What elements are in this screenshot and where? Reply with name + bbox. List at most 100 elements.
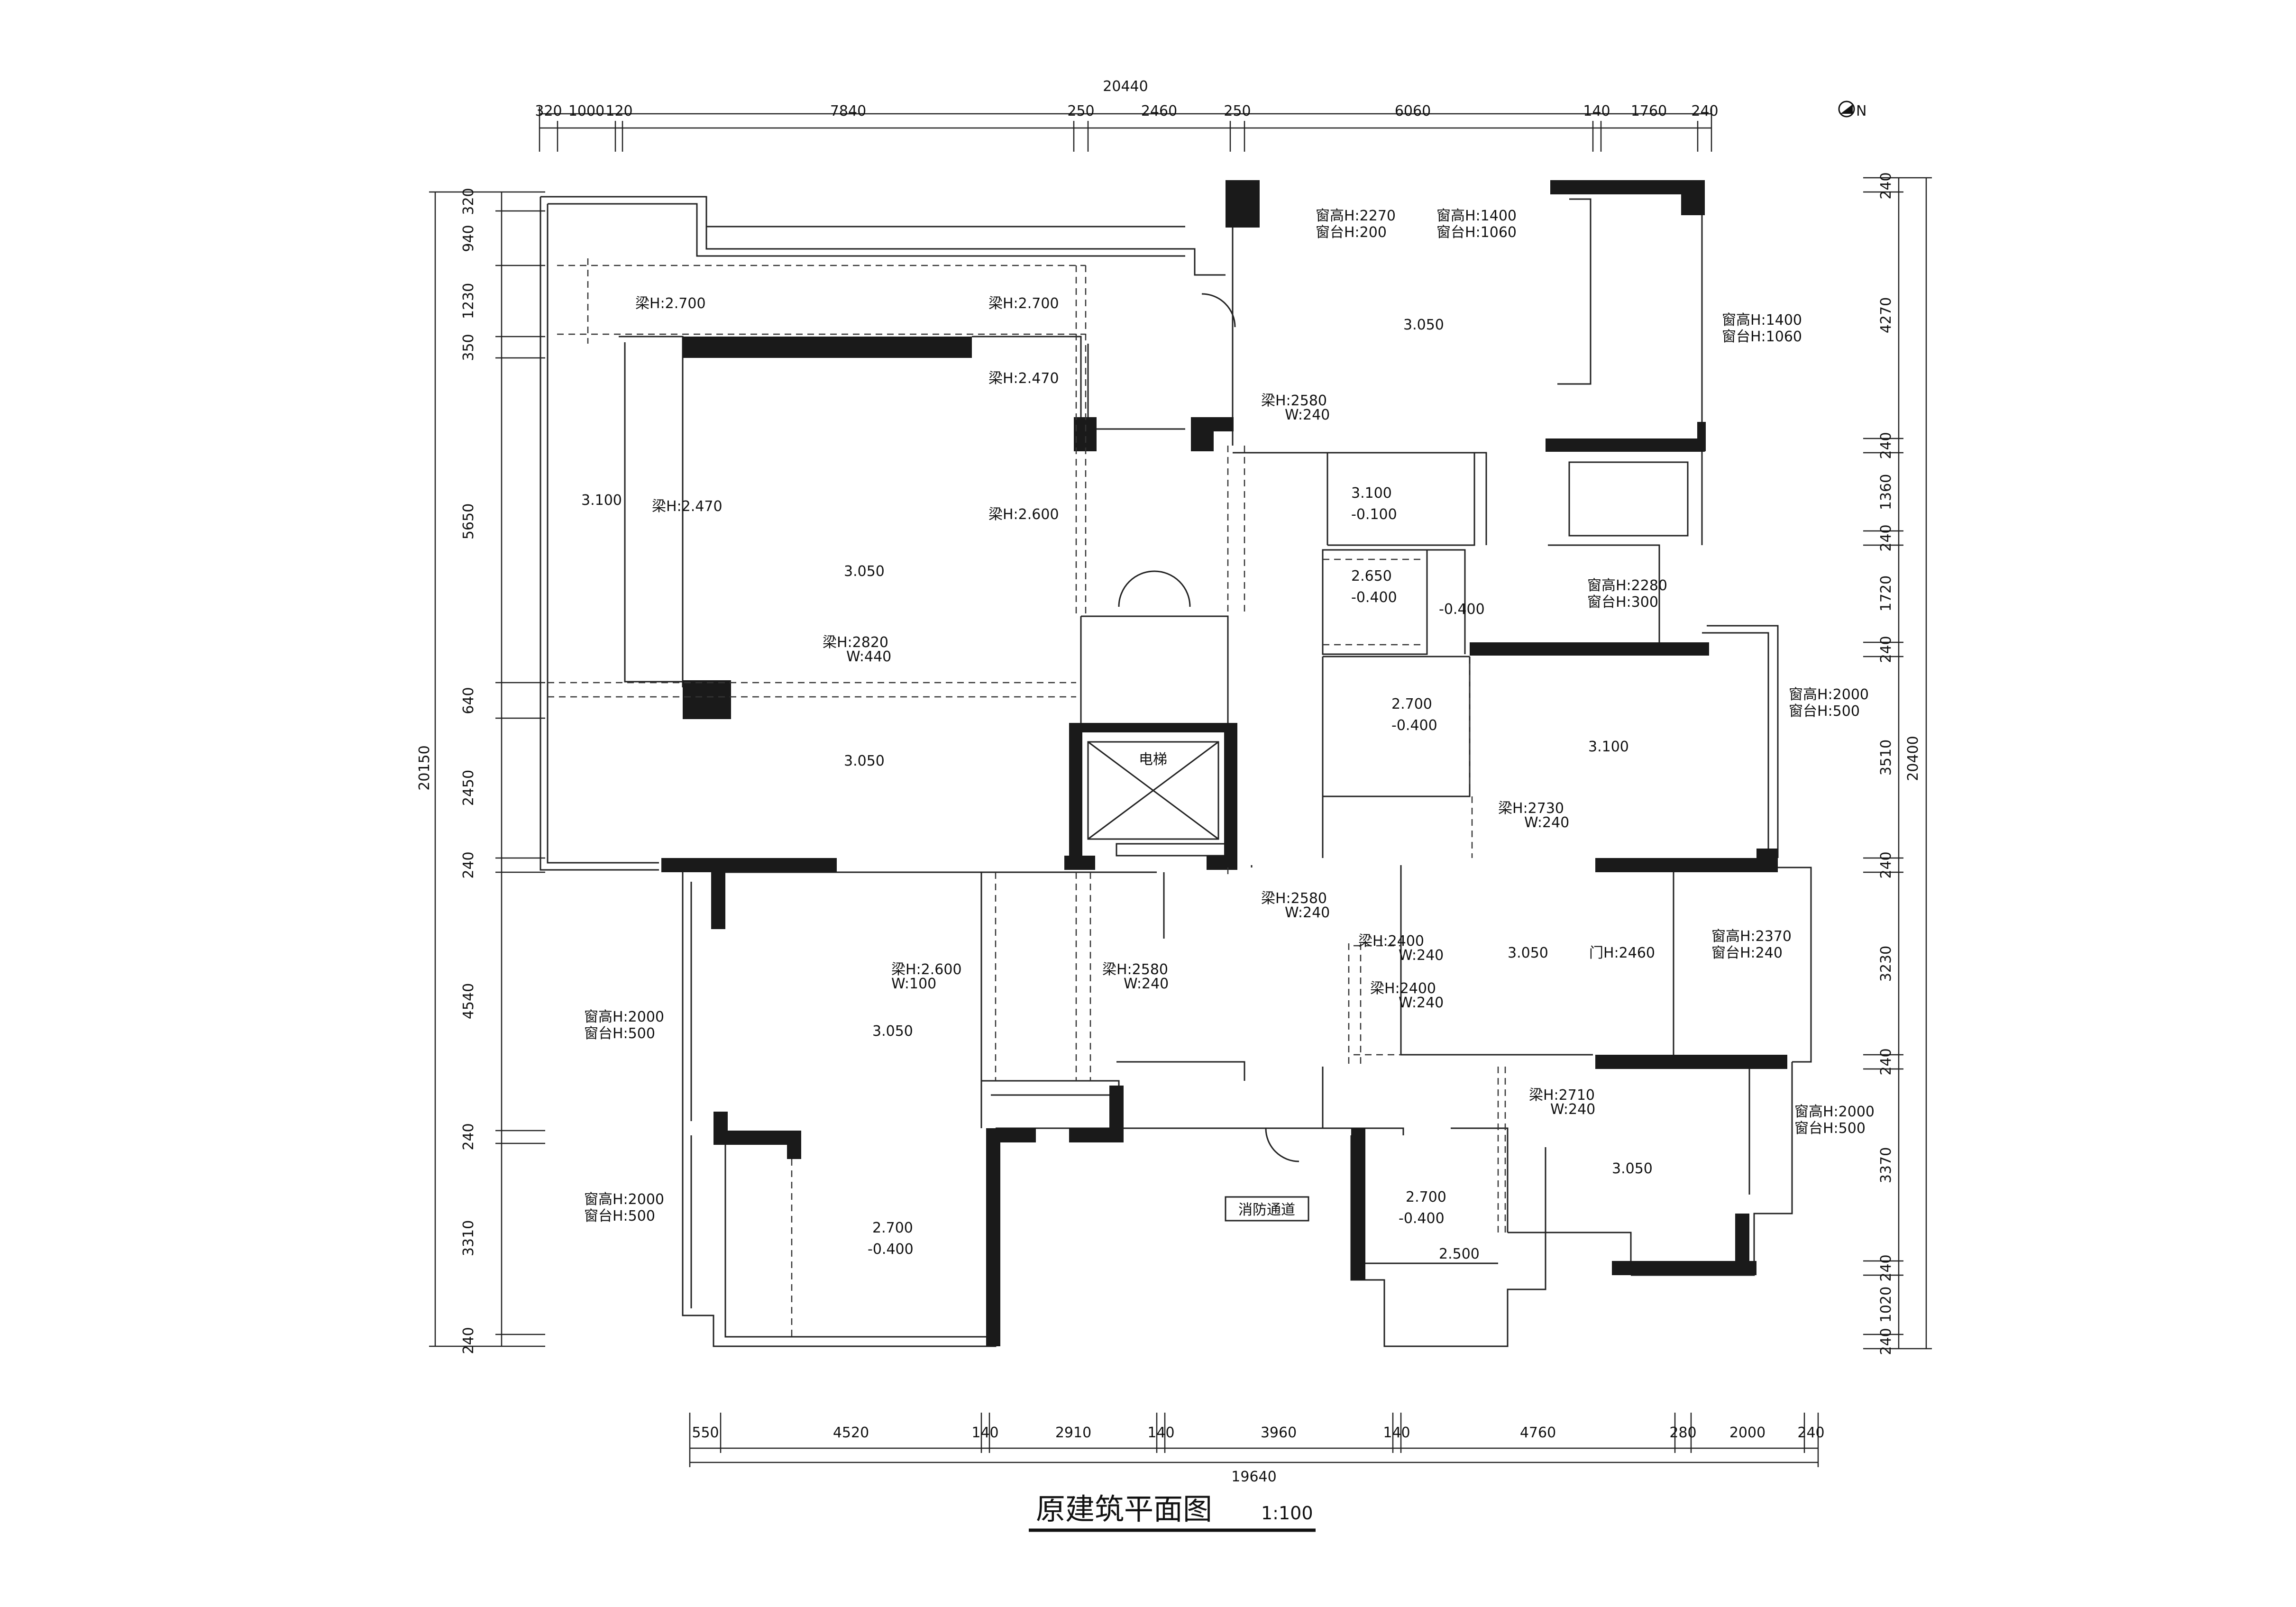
window-4-sill: 窗台H:300 bbox=[1587, 594, 1658, 611]
beam-width-7: W:240 bbox=[1550, 1101, 1595, 1118]
elev-bath-5: 2.700 bbox=[1406, 1189, 1446, 1205]
beam-label-7: 梁H:2580 bbox=[1261, 393, 1327, 409]
elev-bath-5b: -0.400 bbox=[1399, 1210, 1445, 1227]
right-dim-2: 4270 bbox=[1878, 297, 1894, 333]
top-dim-7: 250 bbox=[1224, 103, 1251, 119]
elev-terrace: 3.100 bbox=[581, 492, 622, 509]
right-dim-9: 240 bbox=[1878, 851, 1894, 878]
elev-bath-3: 2.700 bbox=[1391, 696, 1432, 712]
right-dim-11: 240 bbox=[1878, 1048, 1894, 1075]
window-2-height: 窗高H:1400 bbox=[1436, 208, 1517, 224]
right-total-dim: 20400 bbox=[1905, 736, 1921, 781]
beam-label-8: 梁H:2580 bbox=[1261, 890, 1327, 907]
right-dim-6: 1720 bbox=[1878, 575, 1894, 612]
elev-bed-4: 3.050 bbox=[1612, 1160, 1653, 1177]
beam-label-4: 梁H:2.470 bbox=[652, 498, 723, 515]
beam-width-2: W:240 bbox=[1285, 904, 1330, 921]
top-dim-11: 240 bbox=[1691, 103, 1718, 119]
beam-label-5: 梁H:2.600 bbox=[988, 506, 1059, 523]
top-dim-4: 7840 bbox=[830, 103, 866, 119]
window-7-sill: 窗台H:500 bbox=[1794, 1120, 1866, 1137]
elev-bath-2: 2.650 bbox=[1351, 568, 1392, 584]
window-9-sill: 窗台H:500 bbox=[584, 1208, 655, 1224]
fire-exit-label: 消防通道 bbox=[1238, 1202, 1295, 1218]
right-dim-5: 240 bbox=[1878, 524, 1894, 551]
window-6-height: 窗高H:2370 bbox=[1711, 928, 1792, 945]
left-dim-1: 320 bbox=[460, 188, 477, 215]
drawing-scale: 1:100 bbox=[1261, 1503, 1313, 1524]
beam-width-5: W:240 bbox=[1399, 995, 1444, 1011]
bottom-dim-11: 240 bbox=[1797, 1424, 1824, 1441]
bottom-dim-4: 2910 bbox=[1055, 1424, 1091, 1441]
window-8-sill: 窗台H:500 bbox=[584, 1025, 655, 1042]
left-dim-6: 640 bbox=[460, 687, 477, 714]
window-2-sill: 窗台H:1060 bbox=[1436, 224, 1517, 241]
top-dim-9: 140 bbox=[1583, 103, 1610, 119]
beam-label-14: 梁H:2820 bbox=[823, 634, 888, 651]
elevation-labels: 3.100 3.050 3.050 3.050 3.100 3.050 3.05… bbox=[581, 317, 1653, 1262]
elev-balcony: 2.500 bbox=[1439, 1246, 1480, 1262]
elev-dining: 3.050 bbox=[844, 753, 885, 769]
window-7-height: 窗高H:2000 bbox=[1794, 1104, 1875, 1120]
elev-bath-1b: -0.100 bbox=[1351, 506, 1397, 523]
north-arrow: N bbox=[1838, 100, 1866, 119]
bottom-total-dim: 19640 bbox=[1231, 1469, 1276, 1485]
beam-label-13: 梁H:2710 bbox=[1529, 1087, 1595, 1104]
elev-bath-4b: -0.400 bbox=[868, 1241, 914, 1258]
beam-width-9: W:100 bbox=[891, 976, 936, 992]
fire-exit-tag: 消防通道 bbox=[1225, 1196, 1309, 1222]
beam-label-10: 梁H:2400 bbox=[1358, 933, 1424, 950]
elevator-label: 电梯 bbox=[1139, 751, 1167, 768]
elev-bath-3b: -0.400 bbox=[1391, 717, 1437, 734]
door-swings bbox=[1118, 293, 1299, 1162]
right-dim-13: 240 bbox=[1878, 1254, 1894, 1281]
bottom-dim-8: 4760 bbox=[1520, 1424, 1556, 1441]
elevator-shaft: 电梯 bbox=[1087, 741, 1219, 840]
left-dim-8: 240 bbox=[460, 851, 477, 878]
beam-width-3: W:240 bbox=[1124, 976, 1169, 992]
right-dim-7: 240 bbox=[1878, 636, 1894, 663]
north-label: N bbox=[1856, 103, 1866, 119]
beam-label-11: 梁H:2400 bbox=[1370, 980, 1436, 997]
left-total-dim: 20150 bbox=[416, 745, 433, 790]
window-6-sill: 窗台H:240 bbox=[1711, 945, 1783, 961]
bottom-dim-7: 140 bbox=[1383, 1424, 1410, 1441]
top-dim-6: 2460 bbox=[1141, 103, 1177, 119]
beam-label-9: 梁H:2580 bbox=[1102, 961, 1168, 978]
beam-lines bbox=[548, 258, 1506, 1337]
bottom-dim-3: 140 bbox=[971, 1424, 998, 1441]
left-dim-5: 5650 bbox=[460, 503, 477, 539]
window-8-height: 窗高H:2000 bbox=[584, 1009, 664, 1025]
beam-labels: 梁H:2.700 梁H:2.700 梁H:2.470 梁H:2.470 梁H:2… bbox=[635, 295, 1655, 1118]
right-dim-12: 3370 bbox=[1878, 1147, 1894, 1183]
window-9-height: 窗高H:2000 bbox=[584, 1191, 664, 1208]
left-dim-10: 240 bbox=[460, 1123, 477, 1150]
elev-bath-2b: -0.400 bbox=[1351, 589, 1397, 606]
beam-label-1: 梁H:2.700 bbox=[635, 295, 706, 312]
window-labels: 窗高H:2270 窗台H:200 窗高H:1400 窗台H:1060 窗高H:1… bbox=[584, 208, 1875, 1224]
bottom-dim-5: 140 bbox=[1147, 1424, 1174, 1441]
window-3-sill: 窗台H:1060 bbox=[1722, 329, 1802, 345]
top-dim-2: 1000 bbox=[568, 103, 604, 119]
left-dim-12: 240 bbox=[460, 1327, 477, 1354]
left-dim-7: 2450 bbox=[460, 770, 477, 806]
top-dimensions: 20440 320 1000 120 7840 250 2460 250 606… bbox=[535, 78, 1719, 152]
right-dimensions: 20400 240 4270 240 1360 240 1720 240 351… bbox=[1863, 172, 1932, 1355]
top-total-dim: 20440 bbox=[1103, 78, 1148, 95]
top-dim-10: 1760 bbox=[1631, 103, 1667, 119]
beam-label-3: 梁H:2.470 bbox=[988, 370, 1059, 387]
elev-bath-1: 3.100 bbox=[1351, 485, 1392, 502]
right-dim-8: 3510 bbox=[1878, 740, 1894, 776]
bottom-dim-2: 4520 bbox=[833, 1424, 869, 1441]
window-5-sill: 窗台H:500 bbox=[1789, 703, 1860, 720]
bottom-dim-1: 550 bbox=[692, 1424, 719, 1441]
beam-label-12: 梁H:2730 bbox=[1498, 800, 1564, 817]
bottom-dimensions: 550 4520 140 2910 140 3960 140 4760 280 … bbox=[689, 1413, 1825, 1485]
beam-label-6: 梁H:2.600 bbox=[891, 961, 962, 978]
beam-width-8: W:440 bbox=[846, 648, 891, 665]
top-dim-3: 120 bbox=[605, 103, 632, 119]
solid-walls bbox=[661, 180, 1787, 1346]
window-1-height: 窗高H:2270 bbox=[1316, 208, 1396, 224]
right-dim-10: 3230 bbox=[1878, 946, 1894, 982]
